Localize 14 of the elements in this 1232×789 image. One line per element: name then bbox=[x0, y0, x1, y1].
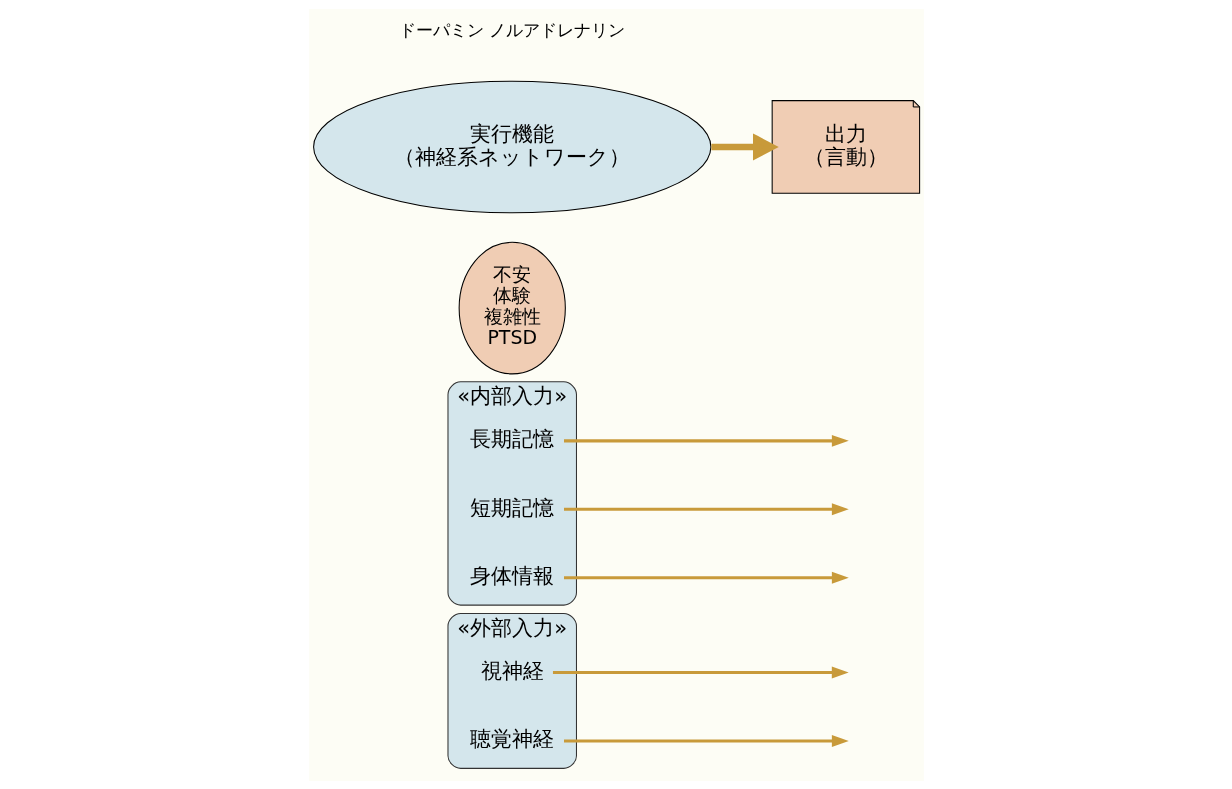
node-text: 短期記憶 bbox=[469, 494, 554, 520]
legend-label: ドーパミン ノルアドレナリン bbox=[398, 19, 625, 40]
arrow bbox=[563, 434, 849, 447]
node-text: 身体情報 bbox=[469, 562, 554, 588]
arrow bbox=[563, 502, 849, 515]
node-text: 聴覚神経 bbox=[469, 725, 554, 751]
arrow bbox=[552, 666, 849, 678]
node-ellipse: 実行機能 （神経系ネットワーク） bbox=[312, 80, 711, 213]
arrow bbox=[563, 734, 849, 747]
node-text: 長期記憶 bbox=[469, 425, 554, 451]
node-ellipse: 不安 体験 複雑性 PTSD bbox=[458, 241, 566, 374]
arrow bbox=[710, 132, 779, 160]
node-text: 視神経 bbox=[480, 657, 544, 683]
arrow bbox=[563, 571, 849, 584]
